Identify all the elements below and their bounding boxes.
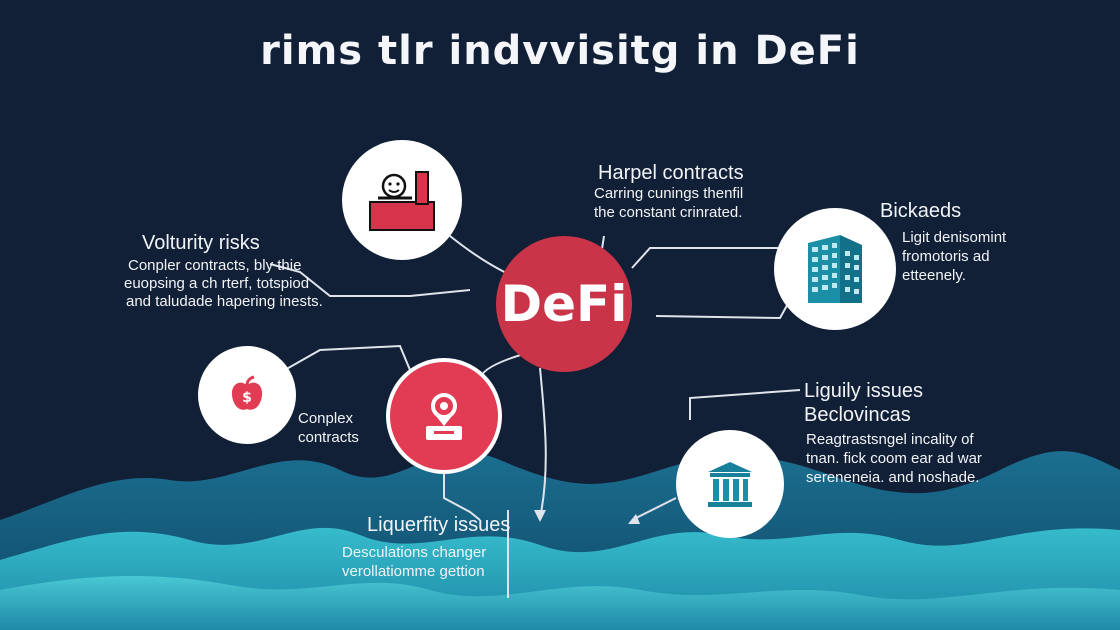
liquidity-bottom-line-2: verollatiomme gettion [342,563,485,580]
complex-line-2: contracts [298,429,359,446]
node-middle-red [386,358,502,474]
liquidity-right-heading-2: Beclovincas [804,404,911,426]
liquidity-right-line-2: tnan. fick coom ear ad war [806,450,982,467]
volatility-line-1: Conpler contracts, bly thie [128,257,302,274]
page-title: rims tlr indvvisitg in DeFi [260,28,860,74]
volatility-heading: Volturity risks [142,232,260,254]
complex-line-1: Conplex [298,410,354,427]
liquidity-bottom-heading: Liquerfity issues [367,514,511,536]
backends-line-1: Ligit denisomint [902,229,1007,246]
user-badge-icon [426,393,462,440]
person-desk-icon [369,171,435,231]
liquidity-right-heading-1: Liguily issues [804,380,923,402]
office-building-icon [808,235,862,303]
bank-columns-icon [708,462,752,507]
volatility-line-2: euopsing a ch rterf, totspiod [124,275,310,292]
node-bank [676,430,784,538]
center-node: DeFi [496,236,632,372]
backends-heading: Bickaeds [880,200,962,222]
backends-line-3: etteenely. [902,267,966,284]
liquidity-bottom-line-1: Desculations changer [342,544,487,561]
node-backends [774,208,896,330]
smart-contracts-line-1: Carring cunings thenfil [594,185,744,202]
center-label: DeFi [500,275,628,333]
liquidity-right-line-3: sereneneia. and noshade. [806,469,980,486]
smart-contracts-heading: Harpel contracts [598,162,744,184]
smart-contracts-line-2: the constant crinrated. [594,204,743,221]
node-top-left [342,140,462,260]
apple-dollar-icon: $ [231,375,263,410]
svg-text:$: $ [242,390,252,406]
backends-line-2: fromotoris ad [902,248,990,265]
liquidity-right-line-1: Reagtrastsngel incality of [806,431,974,448]
volatility-line-3: and taludade hapering inests. [126,293,323,310]
node-complex: $ [198,346,296,444]
